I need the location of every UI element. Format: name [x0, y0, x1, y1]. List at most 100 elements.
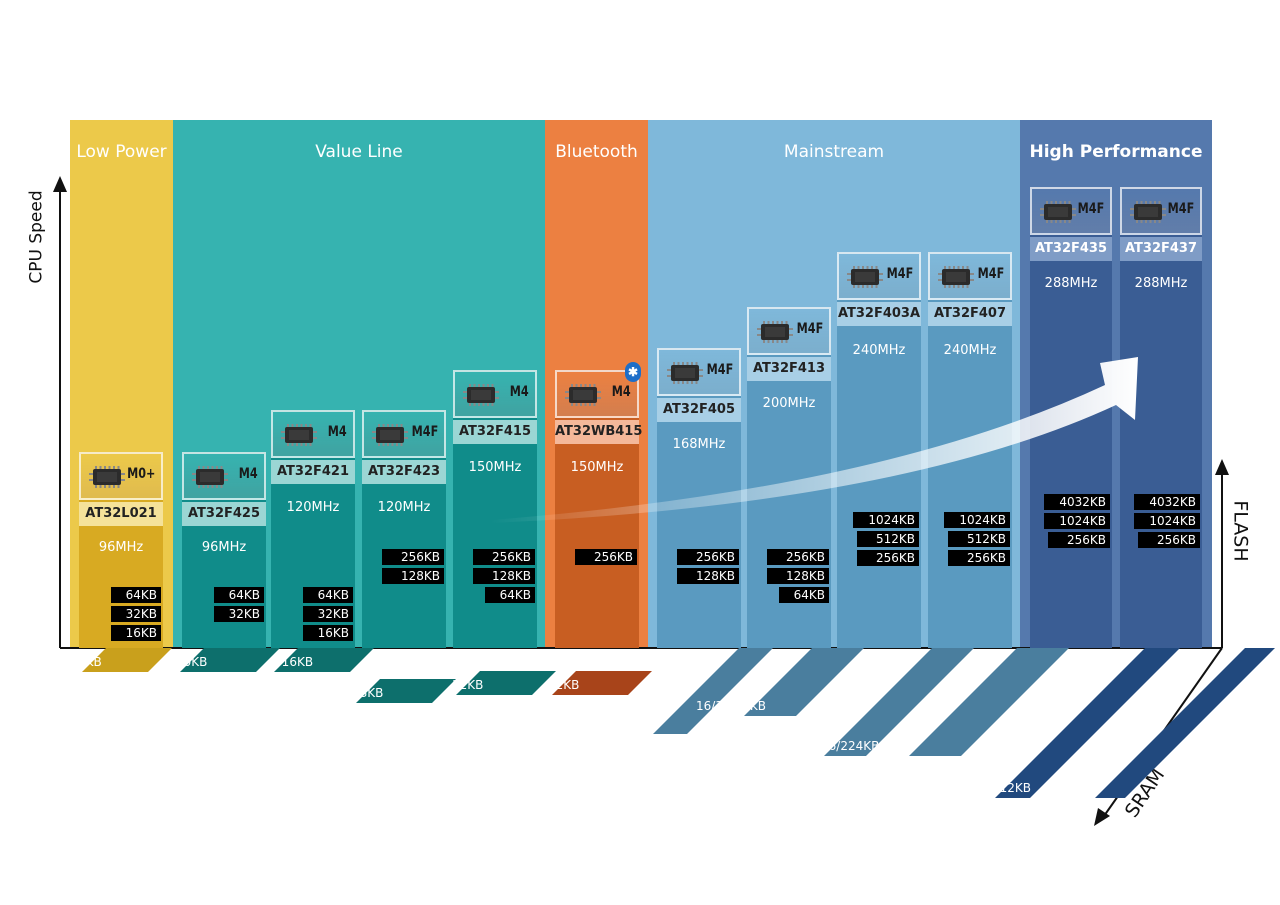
- cpu-speed: 288MHz: [1134, 276, 1188, 291]
- chip-box: M0+: [79, 452, 163, 500]
- flash-size-badge: 16KB: [111, 625, 161, 641]
- flash-size-badge: 64KB: [485, 587, 535, 603]
- chip-icon: [1130, 201, 1166, 223]
- chip-icon: [89, 466, 125, 488]
- cpu-speed: 288MHz: [1044, 276, 1098, 291]
- flash-size-badge: 4032KB: [1044, 494, 1110, 510]
- cpu-speed: 120MHz: [377, 500, 431, 515]
- part-number: AT32F407: [928, 302, 1012, 326]
- cpu-speed: 96MHz: [98, 540, 144, 555]
- flash-size-badge: 256KB: [575, 549, 637, 565]
- sram-size-label: 96/224KB: [736, 739, 795, 753]
- chip-icon: [757, 321, 793, 343]
- flash-size-badge: 128KB: [767, 568, 829, 584]
- part-number: AT32F437: [1120, 237, 1202, 261]
- part-number: AT32WB415: [555, 420, 642, 444]
- part-number: AT32F435: [1030, 237, 1112, 261]
- flash-size-badge: 128KB: [382, 568, 444, 584]
- core-label: M4F: [977, 266, 1004, 282]
- core-label: M4: [239, 466, 258, 482]
- chip-icon: [667, 362, 703, 384]
- cpu-speed: 120MHz: [286, 500, 340, 515]
- chip-icon: [192, 466, 228, 488]
- core-label: M4: [612, 384, 631, 400]
- product-column-at32f403a: M4F AT32F403A 240MHz 1024KB 512KB 256KB: [837, 252, 921, 648]
- category-title: Mainstream: [783, 142, 885, 162]
- chip-icon: [281, 424, 317, 446]
- cpu-speed: 150MHz: [570, 460, 624, 475]
- flash-size-badge: 1024KB: [853, 512, 919, 528]
- category-title: Value Line: [315, 142, 403, 162]
- chip-box: M4F: [747, 307, 831, 355]
- flash-size-badge: 128KB: [677, 568, 739, 584]
- bluetooth-icon: ✱: [625, 362, 641, 382]
- part-number: AT32F413: [747, 357, 831, 381]
- cpu-speed: 240MHz: [943, 343, 997, 358]
- part-number: AT32F415: [453, 420, 537, 444]
- flash-size-badge: 1024KB: [1044, 513, 1110, 529]
- chip-box: M4: [453, 370, 537, 418]
- part-number: AT32F421: [271, 460, 355, 484]
- cpu-speed: 150MHz: [468, 460, 522, 475]
- part-number: AT32L021: [79, 502, 163, 526]
- flash-size-badge: 1024KB: [1134, 513, 1200, 529]
- flash-size-badge: 32KB: [303, 606, 353, 622]
- cpu-speed: 168MHz: [672, 437, 726, 452]
- cpu-speed: 240MHz: [852, 343, 906, 358]
- sram-size-label: 9KB: [78, 655, 102, 669]
- core-label: M4F: [1167, 201, 1194, 217]
- flash-size-badge: 512KB: [948, 531, 1010, 547]
- flash-size-badge: 64KB: [779, 587, 829, 603]
- chip-box: M4F: [362, 410, 446, 458]
- flash-size-badge: 256KB: [382, 549, 444, 565]
- sram-size-label: 96/224KB: [821, 739, 880, 753]
- chip-box: M4F: [837, 252, 921, 300]
- flash-size-badge: 1024KB: [944, 512, 1010, 528]
- chip-box: M4F: [928, 252, 1012, 300]
- core-label: M4F: [796, 321, 823, 337]
- sram-size-label: 48KB: [352, 686, 384, 700]
- flash-size-badge: 256KB: [767, 549, 829, 565]
- cpu-speed: 96MHz: [201, 540, 247, 555]
- flash-size-badge: 32KB: [214, 606, 264, 622]
- flash-size-badge: 64KB: [303, 587, 353, 603]
- chip-icon: [463, 384, 499, 406]
- chip-icon: [565, 384, 601, 406]
- product-column-at32l021: M0+AT32L021 96MHz 64KB 32KB 16KB: [79, 452, 163, 648]
- sram-size-label: 32KB: [548, 678, 580, 692]
- core-label: M4F: [1077, 201, 1104, 217]
- flash-size-badge: 256KB: [857, 550, 919, 566]
- chip-icon: [938, 266, 974, 288]
- part-number: AT32F405: [657, 398, 741, 422]
- sram-size-label: 20KB: [176, 655, 208, 669]
- flash-size-badge: 256KB: [948, 550, 1010, 566]
- chip-box: M4: [182, 452, 266, 500]
- product-column-at32f437: M4F AT32F437 288MHz 4032KB 1024KB 256KB: [1120, 187, 1202, 648]
- flash-size-badge: 256KB: [1048, 532, 1110, 548]
- sram-size-label: 8/16KB: [270, 655, 314, 669]
- chip-box: M4F: [657, 348, 741, 396]
- product-column-at32f407: M4F AT32F407 240MHz 1024KB 512KB 256KB: [928, 252, 1012, 648]
- category-title: Low Power: [76, 142, 167, 162]
- part-number: AT32F403A: [837, 302, 921, 326]
- flash-size-badge: 64KB: [111, 587, 161, 603]
- sram-size-label: 32KB: [452, 678, 484, 692]
- part-number: AT32F423: [362, 460, 446, 484]
- chip-icon: [847, 266, 883, 288]
- flash-size-badge: 256KB: [677, 549, 739, 565]
- flash-size-badge: 4032KB: [1134, 494, 1200, 510]
- flash-axis-label: FLASH: [1229, 500, 1252, 562]
- product-column-at32f423: M4F AT32F423 120MHz 256KB 128KB: [362, 410, 446, 648]
- sram-size-label: 16/32/64KB: [696, 699, 766, 713]
- flash-size-badge: 256KB: [1138, 532, 1200, 548]
- sram-size-label: 384/512KB: [865, 781, 931, 795]
- core-label: M4F: [411, 424, 438, 440]
- flash-size-badge: 512KB: [857, 531, 919, 547]
- core-label: M4F: [886, 266, 913, 282]
- category-title: High Performance: [1029, 142, 1203, 162]
- flash-size-badge: 32KB: [111, 606, 161, 622]
- category-title: Bluetooth: [555, 142, 638, 162]
